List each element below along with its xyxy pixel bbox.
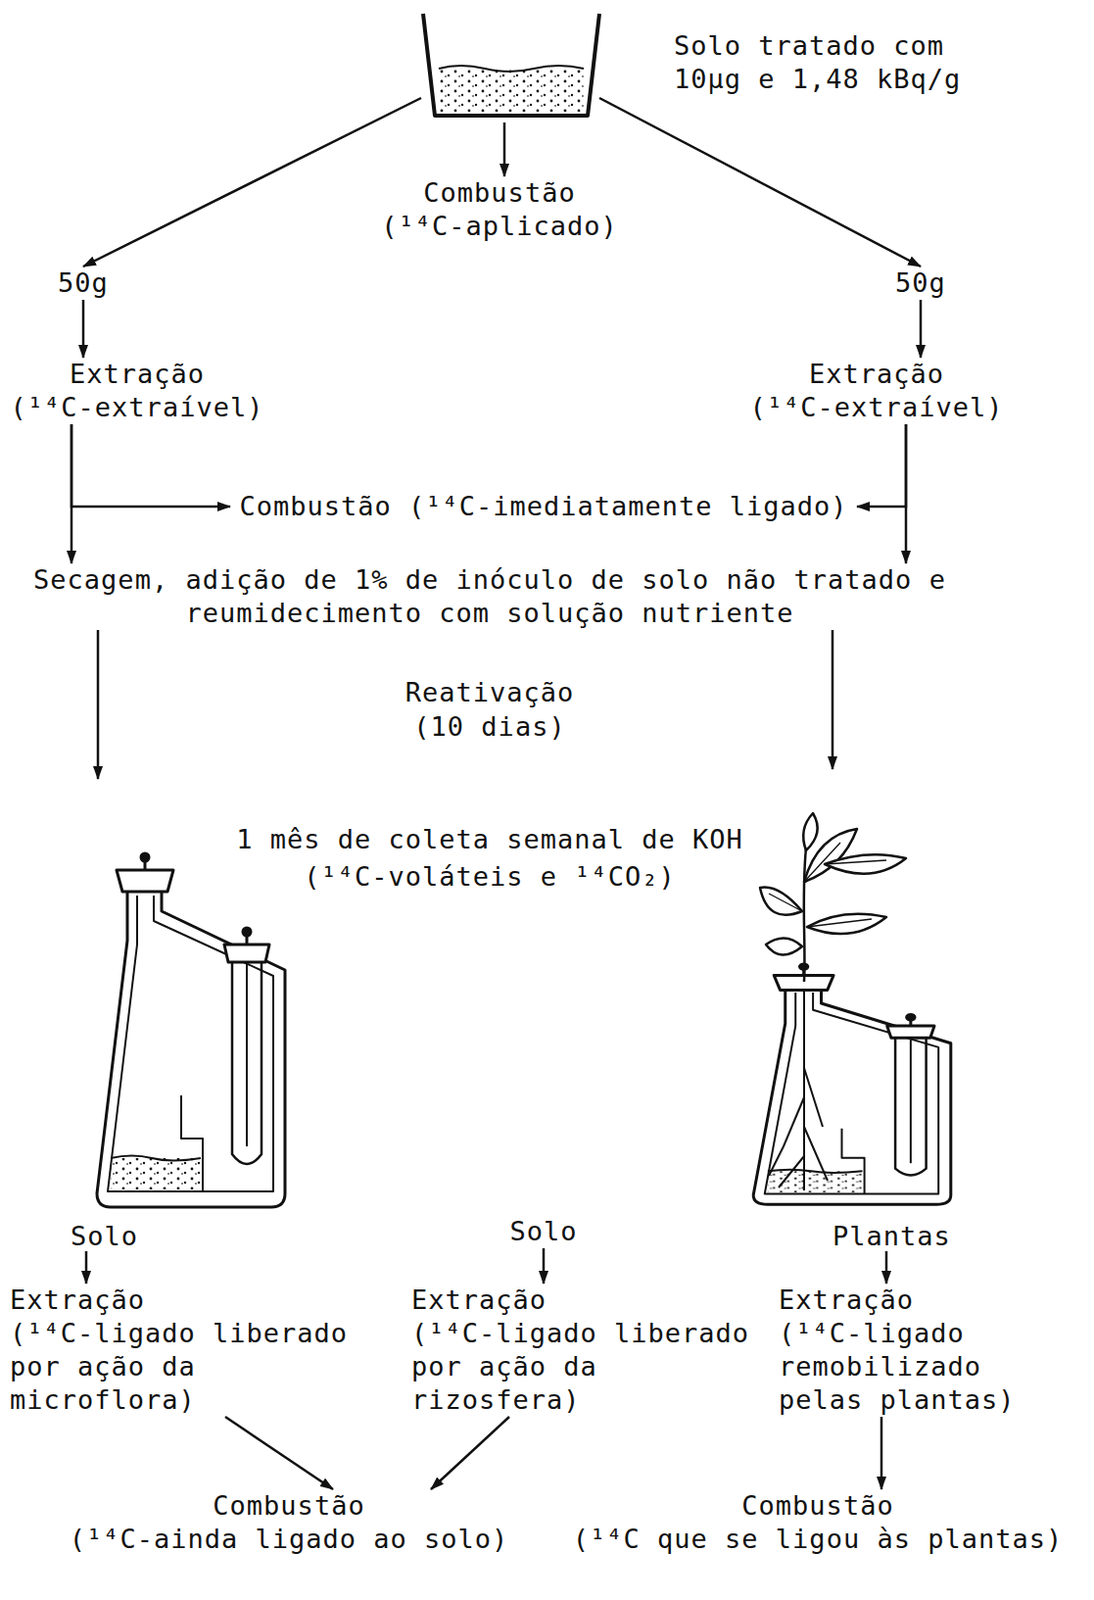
flow-arrow [85, 1250, 89, 1284]
beaker: Solo tratado com 10µg e 1,48 kBq/g [421, 11, 600, 123]
flow-arrow [71, 424, 231, 507]
step-heading: Combustão [563, 1488, 1073, 1523]
step-text: Solo [70, 1219, 139, 1253]
flow-arrow [83, 97, 422, 267]
process-step: Combustão(¹⁴C-ainda ligado ao solo) [58, 1488, 520, 1556]
process-step: Combustão(¹⁴C-aplicado) [377, 176, 622, 243]
step-note: Reativação [405, 675, 575, 710]
step-text: (¹⁴C-extraível) [4, 390, 270, 425]
step-note: (¹⁴C-voláteis e ¹⁴CO₂) [303, 859, 676, 894]
step-text: Plantas [832, 1219, 952, 1253]
step-text: (¹⁴C-ligado liberado por ação da microfl… [9, 1316, 359, 1417]
flow-arrow [542, 1247, 546, 1284]
step-text: (¹⁴C-aplicado) [377, 209, 622, 243]
sample-name: Solo [489, 1214, 598, 1248]
step-heading: Extração [4, 357, 270, 391]
process-step: Secagem, adição de 1% de inóculo de solo… [24, 563, 955, 630]
flow-arrow [880, 1416, 884, 1489]
step-text: 50g [886, 266, 955, 300]
step-text: Solo [489, 1214, 598, 1248]
step-text: (¹⁴C-ligado liberado por ação da rizosfe… [411, 1316, 761, 1417]
step-heading: Extração [744, 357, 1009, 391]
flow-arrow [70, 424, 74, 564]
step-text: 50g [48, 266, 118, 300]
flow-arrow [919, 299, 923, 358]
flow-arrow [856, 424, 906, 507]
step-heading: Combustão [377, 176, 622, 210]
process-step: Combustão (¹⁴C-imediatamente ligado) [230, 489, 857, 524]
flow-arrow [831, 629, 835, 769]
step-note: (10 dias) [413, 710, 566, 744]
process-step: Combustão(¹⁴C que se ligou às plantas) [563, 1488, 1073, 1556]
step-text: (¹⁴C-ainda ligado ao solo) [58, 1522, 520, 1556]
process-step: Extração(¹⁴C-ligado liberado por ação da… [9, 1283, 359, 1417]
flow-arrow [904, 424, 908, 564]
step-text: (¹⁴C-extraível) [744, 390, 1009, 425]
step-note: 1 mês de coleta semanal de KOH [236, 822, 744, 857]
flow-arrow [430, 1416, 510, 1489]
plant-flask: Plantas [734, 768, 999, 1251]
sample-amount: 50g [48, 266, 118, 300]
flow-arrow [503, 122, 507, 177]
process-step: Extração(¹⁴C-ligado remobilizado pelas p… [778, 1283, 1030, 1417]
sample-amount: 50g [886, 266, 955, 300]
process-step: Extração(¹⁴C-ligado liberado por ação da… [411, 1283, 761, 1417]
step-heading: Combustão [58, 1488, 520, 1523]
process-step: Extração(¹⁴C-extraível) [4, 357, 270, 425]
step-text: Combustão (¹⁴C-imediatamente ligado) [230, 489, 857, 524]
flow-arrow [885, 1250, 889, 1284]
flow-arrow [599, 97, 921, 267]
step-text: (¹⁴C-ligado remobilizado pelas plantas) [778, 1316, 1030, 1417]
step-text: Secagem, adição de 1% de inóculo de solo… [24, 563, 955, 630]
step-text: (¹⁴C que se ligou às plantas) [563, 1522, 1073, 1556]
step-heading: Extração [778, 1283, 1030, 1317]
step-heading: Extração [9, 1283, 359, 1317]
flow-arrow [225, 1416, 333, 1489]
process-step: Extração(¹⁴C-extraível) [744, 357, 1009, 425]
flow-arrow [82, 299, 86, 358]
flow-arrow [96, 629, 100, 779]
step-heading: Extração [411, 1283, 761, 1317]
step-text: Solo tratado com 10µg e 1,48 kBq/g [673, 29, 968, 96]
